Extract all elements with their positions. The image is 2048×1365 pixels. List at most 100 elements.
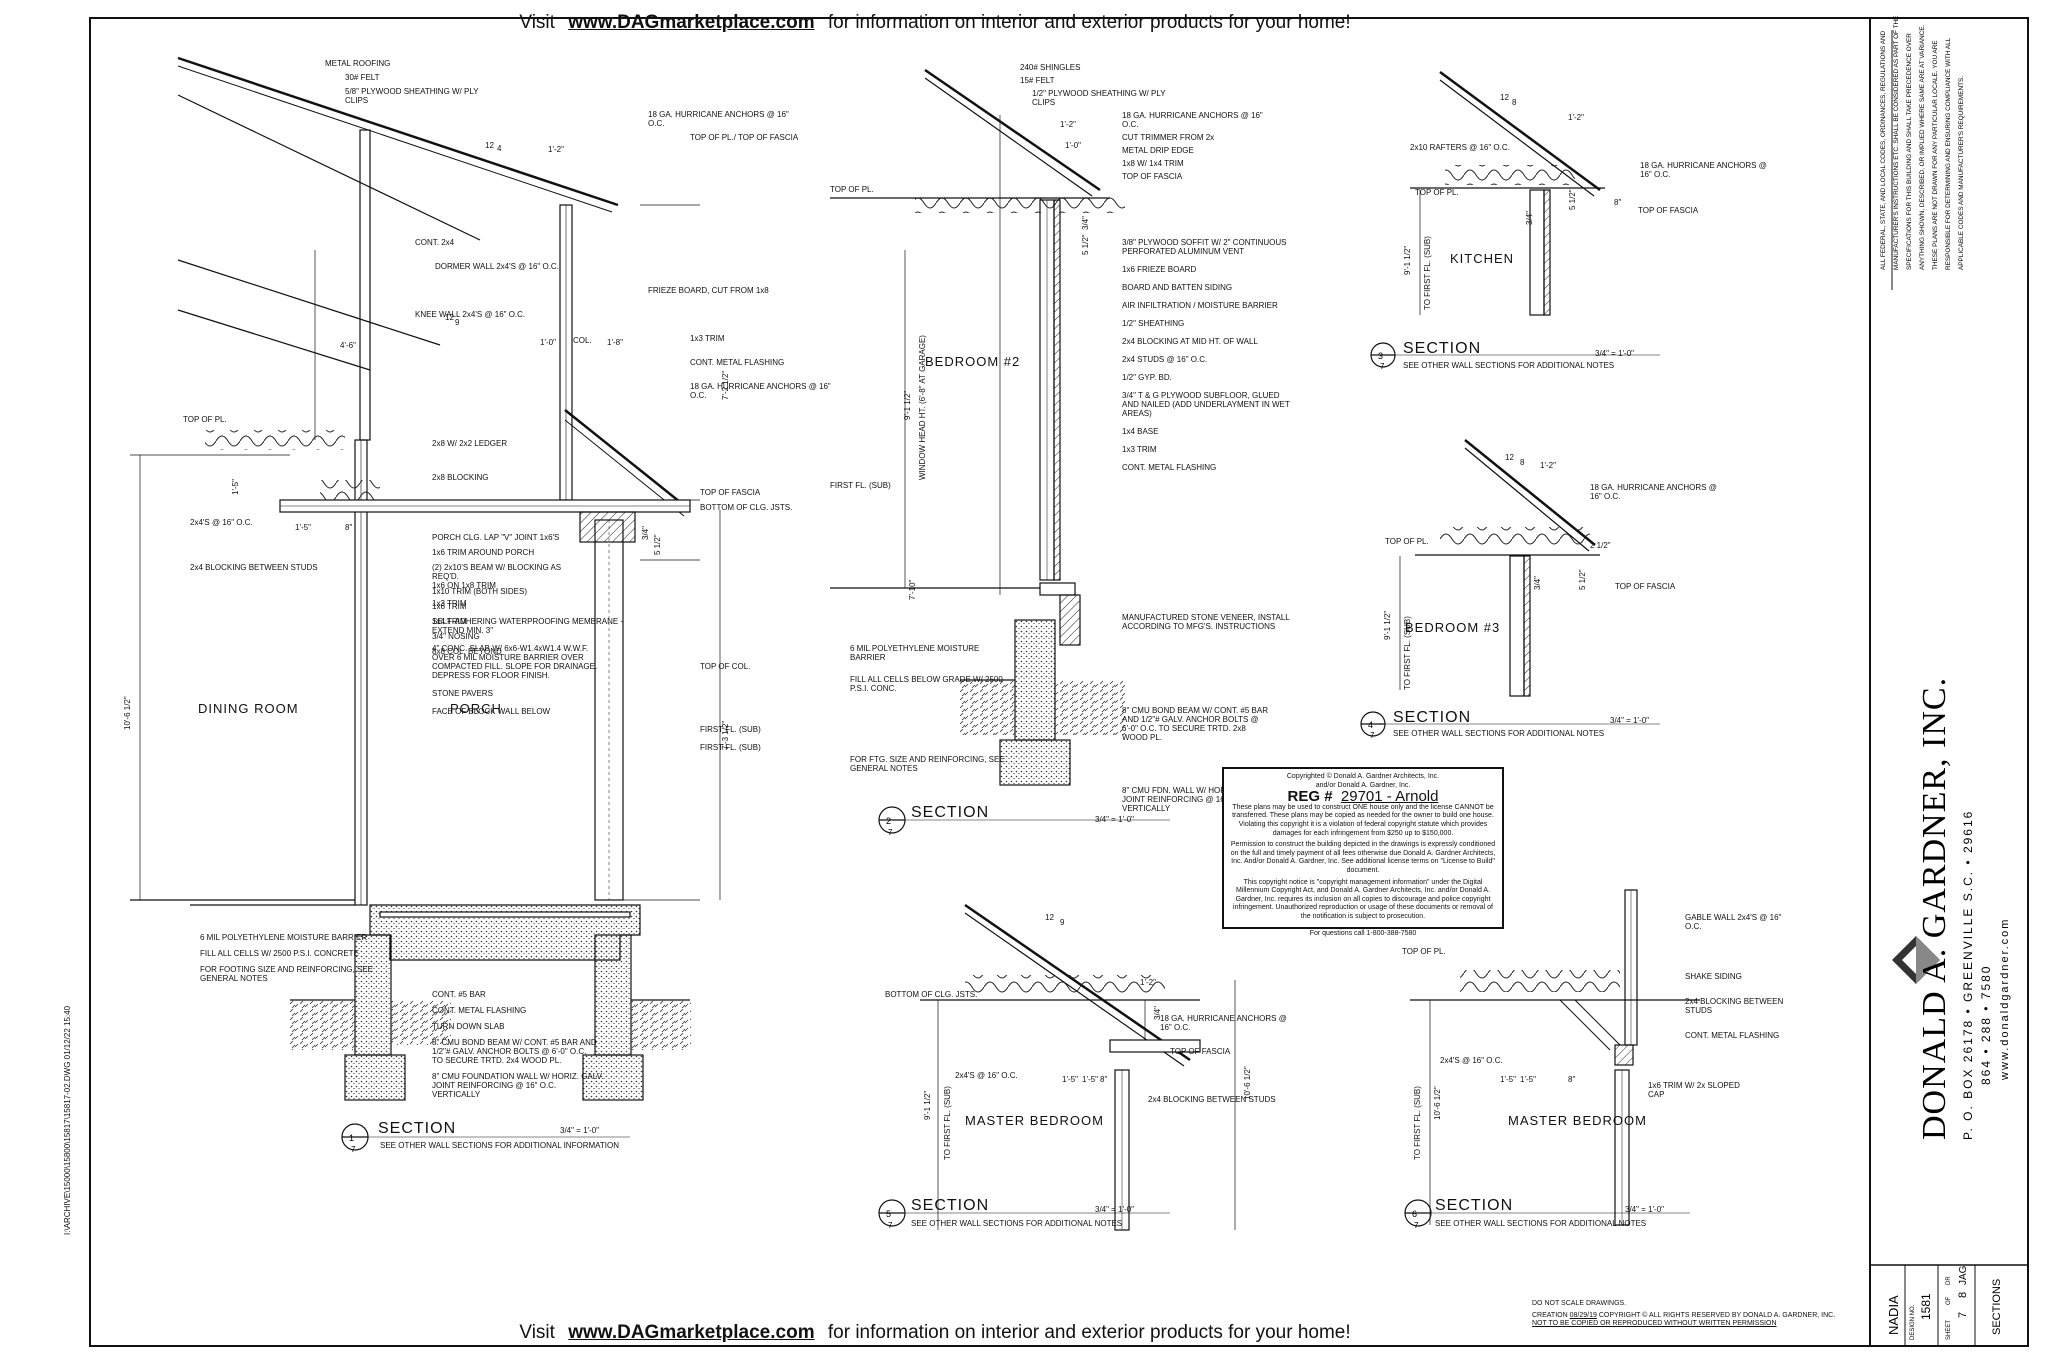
copyright-paragraph-3: This copyright notice is "copyright mana… (1233, 878, 1493, 920)
s2labels-label: 15# FELT (1020, 76, 1055, 85)
to-first-floor-4: TO FIRST FL. (SUB) (1403, 616, 1412, 690)
copyright-line-2: and/or Donald A. Gardner, Inc. (1315, 781, 1411, 789)
s1labels-dim: 4 (497, 144, 502, 153)
s5labels-label: BOTTOM OF CLG. JSTS. (885, 990, 977, 999)
s1labels-dim: 7'-3 1/2" (721, 721, 730, 750)
s1labels-label: 2x8 BLOCKING (432, 473, 488, 482)
s1labels-label: METAL ROOFING (325, 59, 390, 68)
creation-date: 08/29/19 (1569, 1311, 1597, 1319)
section-5-text: MASTER BEDROOM 5 7 SECTION 3/4" = 1'-0" … (885, 913, 1287, 1230)
section-6-note: SEE OTHER WALL SECTIONS FOR ADDITIONAL N… (1435, 1219, 1646, 1228)
s1labels-label: 6 MIL POLYETHYLENE MOISTURE BARRIER (200, 933, 367, 942)
s3labels-dim: 12 (1500, 93, 1509, 102)
s1labels-label: 1x6 ON 1x8 TRIM (432, 581, 496, 590)
s2labels-label: 1/2" GYP. BD. (1122, 373, 1172, 382)
section-5-note: SEE OTHER WALL SECTIONS FOR ADDITIONAL N… (911, 1219, 1122, 1228)
section-2-number: 2 (886, 816, 891, 826)
questions-phone: For questions call 1-800-388-7580 (1309, 930, 1417, 937)
section-6-number: 6 (1412, 1209, 1417, 1219)
s1labels-dim: 3/4" (641, 526, 650, 540)
s3labels-label: TOP OF PL. (1415, 188, 1459, 197)
s6labels-label: SHAKE SIDING (1685, 972, 1742, 981)
s2labels-label: 8" CMU FDN. WALL W/ HORIZ. GALV.JOINT RE… (1122, 786, 1260, 813)
do-not-scale-note: DO NOT SCALE DRAWINGS. (1532, 1300, 1627, 1307)
footer-notes: DO NOT SCALE DRAWINGS. CREATION 08/29/19… (1532, 1300, 1835, 1329)
section-1-text: DINING ROOM PORCH 1 7 SECTION 3/4" = 1'-… (123, 59, 831, 1154)
copyright-notice: Copyrighted © Donald A. Gardner Architec… (1222, 767, 1504, 929)
s2labels-label: 1x6 FRIEZE BOARD (1122, 265, 1196, 274)
copyright-line: COPYRIGHT © ALL RIGHTS RESERVED BY DONAL… (1598, 1311, 1836, 1319)
s1labels-label: CONT. #5 BAR (432, 990, 486, 999)
s1labels-label: TOP OF COL. (700, 662, 750, 671)
s1labels-label: 2x8 W/ 2x2 LEDGER (432, 439, 507, 448)
s1labels-label: BOTTOM OF CLG. JSTS. (700, 503, 792, 512)
dr-label: DR (1946, 1276, 1952, 1285)
section-4-note: SEE OTHER WALL SECTIONS FOR ADDITIONAL N… (1393, 729, 1604, 738)
s2labels-dim: 5 1/2" (1081, 234, 1090, 255)
s2labels-label: TOP OF FASCIA (1122, 172, 1183, 181)
dr-value: JAG (1958, 1265, 1969, 1285)
s2labels-label: 1x8 W/ 1x4 TRIM (1122, 159, 1184, 168)
s5labels-label: TOP OF FASCIA (1170, 1047, 1231, 1056)
section-4-number: 4 (1368, 720, 1373, 730)
s2labels-dim: 7'-10" (908, 579, 917, 600)
s6labels-dim: 10'-6 1/2" (1433, 1086, 1442, 1120)
bottom-banner: Visit www.DAGmarketplace.com for informa… (0, 1322, 1870, 1344)
s5labels-dim: 9'-1 1/2" (923, 1091, 932, 1120)
s5labels-dim: 12 (1045, 913, 1054, 922)
section-1-title: SECTION (378, 1120, 456, 1137)
s1labels-label: FACE OF BLOCK WALL BELOW (432, 707, 551, 716)
s2labels-label: 1x4 BASE (1122, 427, 1158, 436)
s6labels-label: GABLE WALL 2x4'S @ 16"O.C. (1685, 913, 1782, 931)
s1labels-dim: 12 (485, 141, 494, 150)
banner-link[interactable]: www.DAGmarketplace.com (568, 1322, 815, 1343)
company-logo-icon (1892, 936, 1940, 984)
s5labels-dim: 9 (1060, 918, 1065, 927)
s2labels-label: CONT. METAL FLASHING (1122, 463, 1216, 472)
section-5-callouts: BOTTOM OF CLG. JSTS.18 GA. HURRICANE ANC… (885, 913, 1287, 1160)
s2labels-label: AIR INFILTRATION / MOISTURE BARRIER (1122, 301, 1278, 310)
s1labels-label: 1x4 TRIM (432, 617, 467, 626)
s1labels-label: 1x6 TRIM (432, 602, 467, 611)
room-label-master-bedroom: MASTER BEDROOM (965, 1113, 1104, 1128)
s6labels-label: 2x4'S @ 16" O.C. (1440, 1056, 1503, 1065)
company-website[interactable]: www.donaldgardner.com (1999, 918, 2011, 1081)
of-label: OF (1946, 1296, 1952, 1305)
room-label-kitchen: KITCHEN (1450, 251, 1514, 266)
s1labels-label: TOP OF PL./ TOP OF FASCIA (690, 133, 799, 142)
s1labels-label: TOP OF PL. (183, 415, 227, 424)
copyright-paragraph-1: These plans may be used to construct ONE… (1232, 803, 1494, 837)
s1labels-dim: 12 (445, 313, 454, 322)
s4labels-dim: 9'-1 1/2" (1383, 611, 1392, 640)
s2labels-dim: 3/4" (1081, 216, 1090, 230)
s1labels-label: CONT. METAL FLASHING (690, 358, 784, 367)
s6labels-dim: 1'-5" (1520, 1075, 1536, 1084)
plan-name: NADIA (1886, 1295, 1901, 1335)
s3labels-dim: 8" (1614, 198, 1621, 207)
room-label-porch: PORCH (450, 701, 502, 716)
s2labels-label: BOARD AND BATTEN SIDING (1122, 283, 1232, 292)
s3labels-dim: 3/4" (1525, 211, 1534, 225)
section-1-scale: 3/4" = 1'-0" (560, 1126, 599, 1135)
s4labels-dim: 8 (1520, 458, 1525, 467)
s5labels-dim: 1'-5" (1062, 1075, 1078, 1084)
s3labels-dim: 8 (1512, 98, 1517, 107)
s1labels-dim: 1'-5" (295, 523, 311, 532)
s1labels-label: DORMER WALL 2x4'S @ 16" O.C. (435, 262, 559, 271)
company-name: DONALD A. GARDNER, INC. (1916, 677, 1953, 1140)
of-number: 8 (1957, 1292, 1969, 1298)
s1labels-dim: 1'-2" (548, 145, 564, 154)
section-2-scale: 3/4" = 1'-0" (1095, 815, 1134, 824)
banner-prefix: Visit (511, 1322, 563, 1343)
s2labels-label: CUT TRIMMER FROM 2x (1122, 133, 1214, 142)
